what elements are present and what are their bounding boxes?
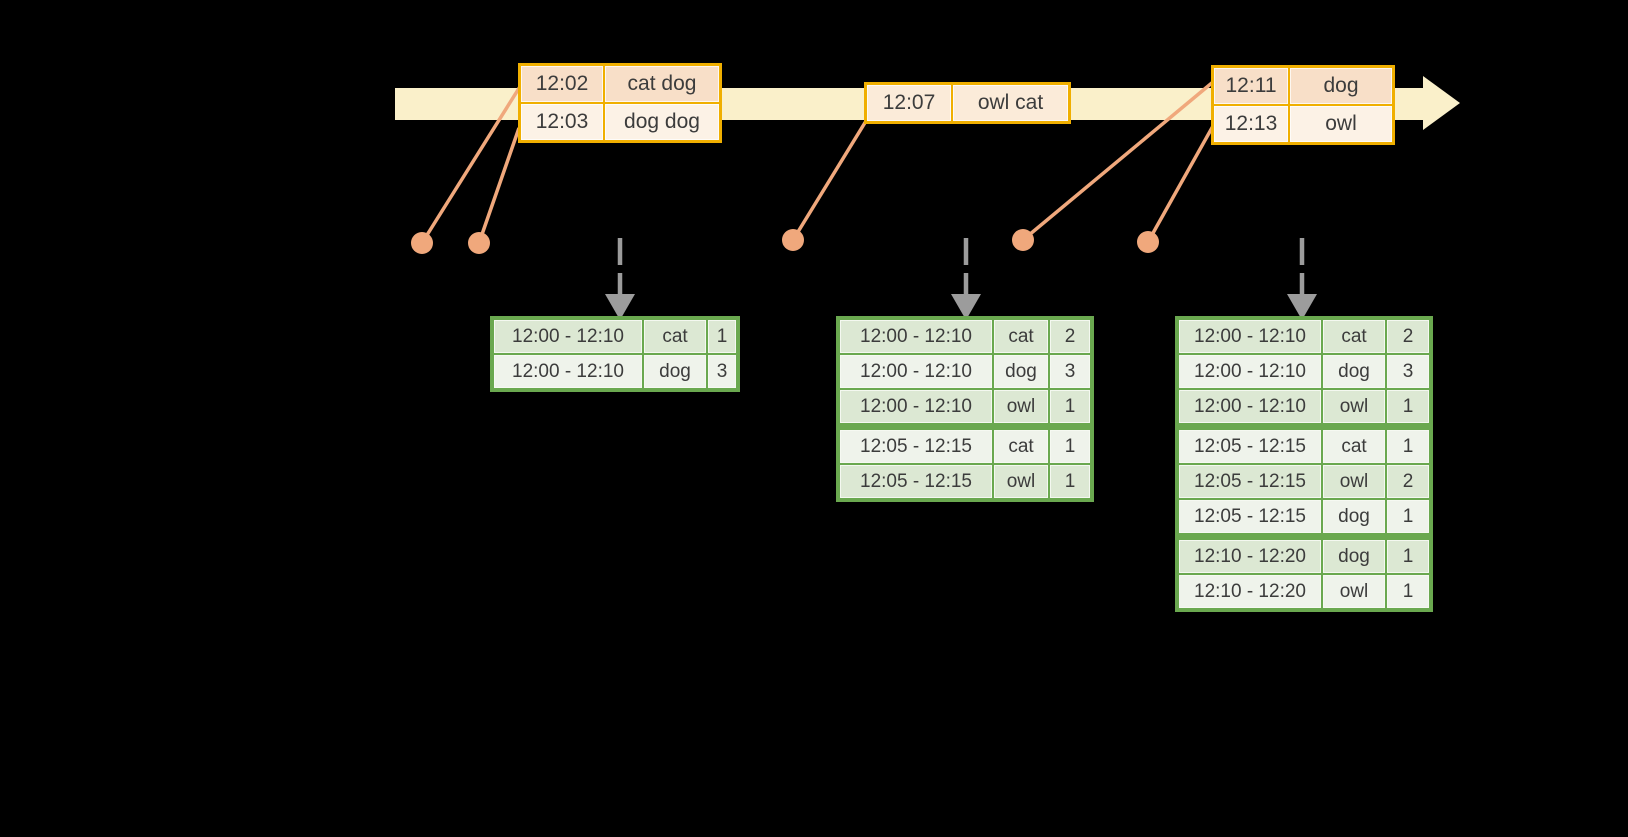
count-cell: 1	[1050, 390, 1090, 423]
time-cell: 12:02	[521, 66, 603, 102]
count-cell: 3	[1050, 355, 1090, 388]
word-cell: cat	[644, 320, 706, 353]
window-cell: 12:00 - 12:10	[494, 355, 642, 388]
window-cell: 12:00 - 12:10	[1179, 320, 1321, 353]
window-cell: 12:00 - 12:10	[840, 390, 992, 423]
word-cell: owl	[1323, 390, 1385, 423]
count-cell: 2	[1050, 320, 1090, 353]
time-cell: 12:13	[1214, 106, 1288, 142]
event-connector-line	[1146, 125, 1215, 243]
event-dot	[1137, 231, 1159, 253]
trigger-arrowhead-icon	[951, 294, 981, 320]
word-cell: owl	[994, 390, 1048, 423]
window-cell: 12:05 - 12:15	[840, 465, 992, 498]
time-cell: 12:03	[521, 104, 603, 140]
window-cell: 12:05 - 12:15	[840, 430, 992, 463]
word-cell: dog	[1323, 355, 1385, 388]
word-cell: owl	[994, 465, 1048, 498]
window-cell: 12:10 - 12:20	[1179, 575, 1321, 608]
event-dots	[411, 229, 1159, 254]
count-cell: 2	[1387, 465, 1429, 498]
word-cell: cat	[1323, 430, 1385, 463]
count-cell: 2	[1387, 320, 1429, 353]
window-cell: 12:05 - 12:15	[1179, 430, 1321, 463]
count-cell: 1	[1387, 575, 1429, 608]
words-cell: dog	[1290, 68, 1392, 104]
word-cell: cat	[994, 320, 1048, 353]
event-dot	[468, 232, 490, 254]
event-connector-line	[420, 84, 523, 244]
window-cell: 12:00 - 12:10	[1179, 390, 1321, 423]
word-cell: dog	[1323, 500, 1385, 533]
count-cell: 1	[1050, 430, 1090, 463]
event-connector-line	[477, 127, 521, 244]
event-connectors	[420, 80, 1215, 244]
word-cell: dog	[644, 355, 706, 388]
time-cell: 12:07	[867, 85, 951, 121]
window-cell: 12:10 - 12:20	[1179, 540, 1321, 573]
count-cell: 1	[1050, 465, 1090, 498]
timeline-arrowhead-icon	[1423, 76, 1460, 130]
trigger-arrowhead-icon	[1287, 294, 1317, 320]
count-cell: 1	[1387, 540, 1429, 573]
count-cell: 1	[708, 320, 736, 353]
words-cell: owl	[1290, 106, 1392, 142]
window-cell: 12:05 - 12:15	[1179, 500, 1321, 533]
window-cell: 12:00 - 12:10	[840, 355, 992, 388]
event-dot	[411, 232, 433, 254]
count-cell: 1	[1387, 430, 1429, 463]
words-cell: dog dog	[605, 104, 719, 140]
count-cell: 3	[708, 355, 736, 388]
time-cell: 12:11	[1214, 68, 1288, 104]
window-cell: 12:05 - 12:15	[1179, 465, 1321, 498]
window-cell: 12:00 - 12:10	[1179, 355, 1321, 388]
word-cell: cat	[994, 430, 1048, 463]
word-cell: owl	[1323, 575, 1385, 608]
word-cell: dog	[1323, 540, 1385, 573]
trigger-arrows	[605, 238, 1317, 320]
event-dot	[1012, 229, 1034, 251]
word-cell: cat	[1323, 320, 1385, 353]
event-dot	[782, 229, 804, 251]
count-cell: 1	[1387, 390, 1429, 423]
word-cell: owl	[1323, 465, 1385, 498]
event-connector-line	[1021, 80, 1215, 242]
event-connector-line	[791, 120, 868, 241]
trigger-arrowhead-icon	[605, 294, 635, 320]
words-cell: owl cat	[953, 85, 1068, 121]
window-cell: 12:00 - 12:10	[494, 320, 642, 353]
word-cell: dog	[994, 355, 1048, 388]
count-cell: 3	[1387, 355, 1429, 388]
window-cell: 12:00 - 12:10	[840, 320, 992, 353]
words-cell: cat dog	[605, 66, 719, 102]
count-cell: 1	[1387, 500, 1429, 533]
